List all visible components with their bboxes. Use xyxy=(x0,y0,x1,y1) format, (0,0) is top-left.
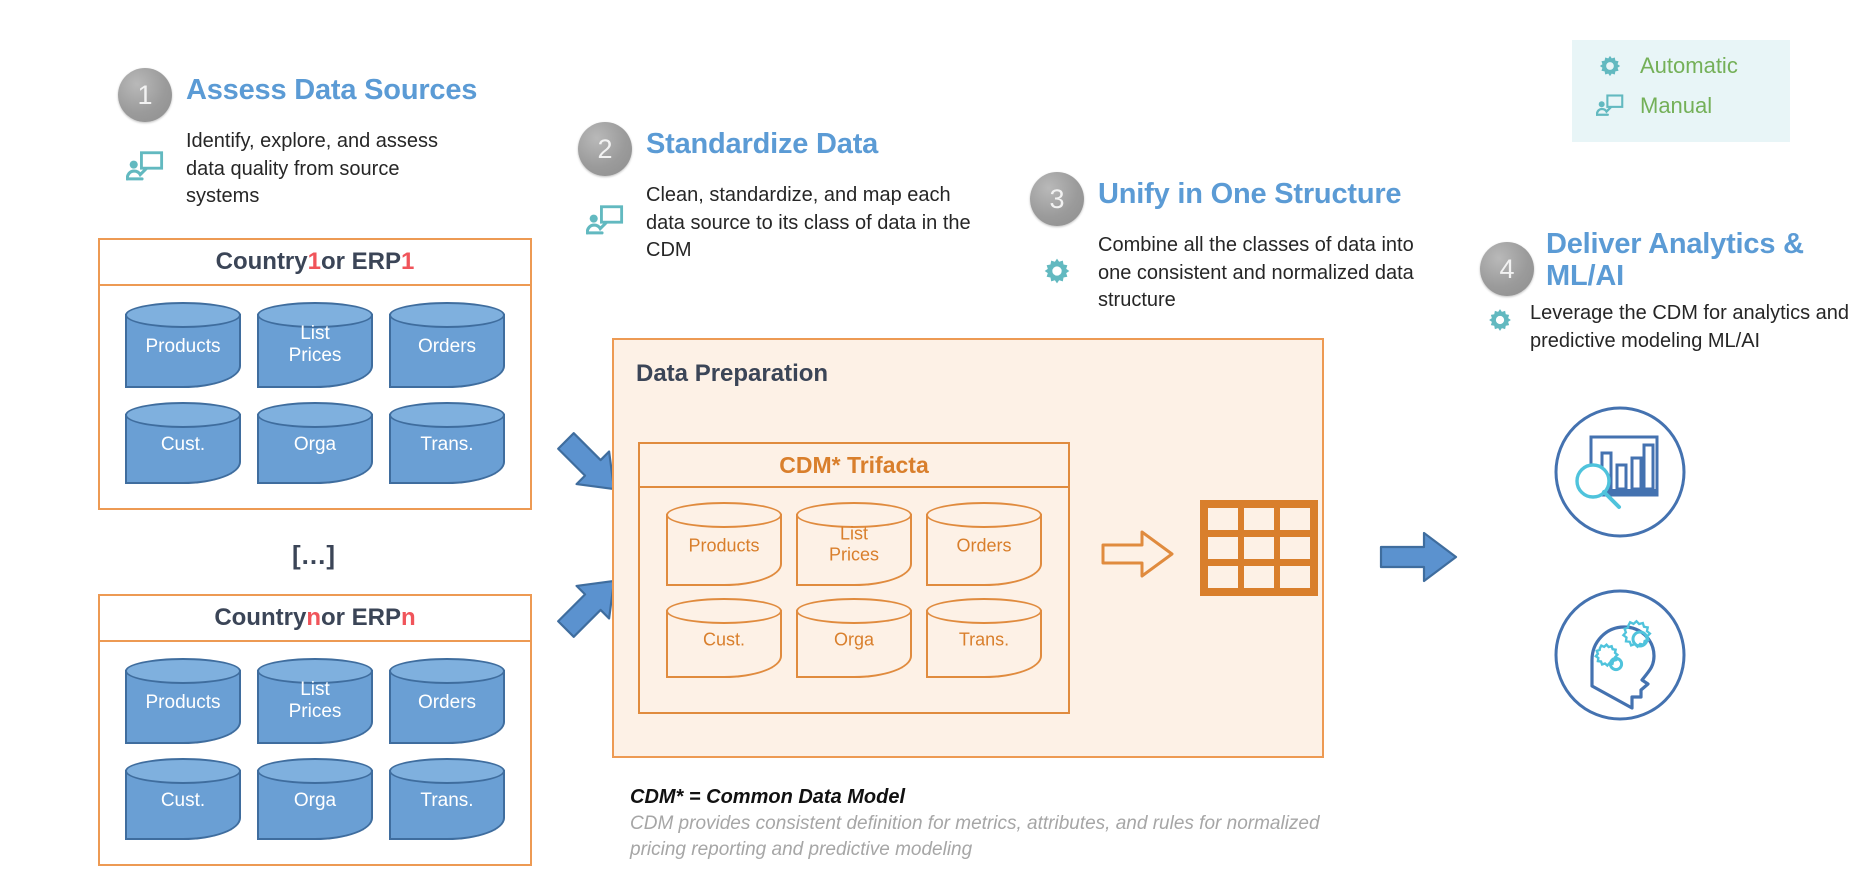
cylinder-label: Orga xyxy=(293,433,337,455)
step-2-description: Clean, standardize, and map each data so… xyxy=(646,184,971,262)
step-4-description: Leverage the CDM for analytics and predi… xyxy=(1530,302,1850,352)
step-3-number: 3 xyxy=(1030,172,1084,226)
source-1-title-mid: or ERP xyxy=(320,248,401,275)
source-cylinder: Orga xyxy=(257,402,373,484)
head-gears-ai-icon xyxy=(1551,586,1689,729)
step-4-block: 4 Deliver Analytics & ML/AI Leverage the… xyxy=(1480,228,1856,355)
arrow-down-right-icon xyxy=(550,430,630,505)
footnote-block: CDM* = Common Data Model CDM provides co… xyxy=(630,786,1330,862)
cdm-cylinder: Orders xyxy=(926,502,1042,586)
cdm-trifacta-title: CDM* Trifacta xyxy=(640,444,1068,488)
cylinder-label: Cust. xyxy=(160,433,206,455)
sources-ellipsis: [...] xyxy=(292,540,336,570)
presentation-person-icon xyxy=(578,182,632,238)
cylinder-label: List Prices xyxy=(828,523,879,564)
source-box-country-1: Country 1 or ERP 1 Products List Prices … xyxy=(98,238,532,510)
cylinder-label: List Prices xyxy=(288,323,342,366)
cylinder-label: Cust. xyxy=(702,629,745,650)
step-1-number: 1 xyxy=(118,68,172,122)
gear-icon xyxy=(1596,52,1624,80)
cdm-cylinder: Orga xyxy=(796,598,912,678)
footnote-body: CDM provides consistent definition for m… xyxy=(630,813,1320,860)
table-grid-icon xyxy=(1200,500,1318,601)
source-box-2-title: Country n or ERP n xyxy=(100,596,530,642)
presentation-person-icon xyxy=(118,128,172,184)
arrow-right-icon xyxy=(1378,528,1460,591)
arrow-up-right-icon xyxy=(550,570,630,645)
step-1-title: Assess Data Sources xyxy=(186,74,478,106)
source-cylinder: List Prices xyxy=(257,302,373,388)
data-preparation-title: Data Preparation xyxy=(636,360,829,387)
step-3-title: Unify in One Structure xyxy=(1098,178,1402,210)
cylinder-label: Orga xyxy=(833,629,875,650)
step-1-block: 1 Assess Data Sources Identify, explore,… xyxy=(118,68,518,211)
cylinder-label: Trans. xyxy=(420,433,474,455)
source-cylinder: Cust. xyxy=(125,402,241,484)
cdm-cylinder: List Prices xyxy=(796,502,912,586)
cylinder-label: Orga xyxy=(293,789,337,811)
source-box-country-n: Country n or ERP n Products List Prices … xyxy=(98,594,532,866)
cylinder-label: Trans. xyxy=(958,629,1010,650)
step-2-block: 2 Standardize Data Clean, standardize, a… xyxy=(578,122,978,265)
source-1-title-key: 1 xyxy=(307,248,321,275)
source-2-title-key: n xyxy=(306,604,321,631)
cylinder-label: Cust. xyxy=(160,789,206,811)
cylinder-label: Orders xyxy=(417,691,477,713)
cdm-cylinder: Products xyxy=(666,502,782,586)
cdm-trifacta-box: CDM* Trifacta Products List Prices Order… xyxy=(638,442,1070,714)
source-1-title-suffix: 1 xyxy=(401,248,415,275)
gear-icon xyxy=(1480,300,1520,335)
cylinder-label: List Prices xyxy=(288,679,342,722)
presentation-person-icon xyxy=(1596,92,1624,120)
cdm-cylinder: Cust. xyxy=(666,598,782,678)
footnote-title: CDM* = Common Data Model xyxy=(630,786,906,808)
source-cylinder: Products xyxy=(125,658,241,744)
legend-label-automatic: Automatic xyxy=(1640,53,1738,78)
cylinder-label: Trans. xyxy=(420,789,474,811)
legend-label-manual: Manual xyxy=(1640,93,1713,118)
source-2-title-suffix: n xyxy=(401,604,416,631)
source-cylinder: Trans. xyxy=(389,758,505,840)
step-2-title: Standardize Data xyxy=(646,128,879,160)
cylinder-label: Products xyxy=(688,535,760,556)
analytics-chart-magnifier-icon xyxy=(1551,403,1689,546)
gear-icon xyxy=(1030,232,1084,288)
data-preparation-panel: Data Preparation CDM* Trifacta Products … xyxy=(612,338,1324,758)
source-2-title-prefix: Country xyxy=(214,604,307,631)
cylinder-label: Orders xyxy=(956,535,1012,556)
legend-panel: Automatic Manual xyxy=(1572,40,1790,142)
source-box-1-title: Country 1 or ERP 1 xyxy=(100,240,530,286)
step-4-number: 4 xyxy=(1480,242,1534,296)
step-1-description: Identify, explore, and assess data quali… xyxy=(186,130,438,208)
source-cylinder: Orders xyxy=(389,658,505,744)
source-cylinder: Orga xyxy=(257,758,373,840)
source-cylinder: Orders xyxy=(389,302,505,388)
step-4-title: Deliver Analytics & ML/AI xyxy=(1546,228,1804,293)
source-cylinder: Products xyxy=(125,302,241,388)
source-1-title-prefix: Country xyxy=(215,248,308,275)
cylinder-label: Products xyxy=(145,335,221,357)
cylinder-label: Products xyxy=(145,691,221,713)
source-cylinder: Cust. xyxy=(125,758,241,840)
cylinder-label: Orders xyxy=(417,335,477,357)
step-3-block: 3 Unify in One Structure Combine all the… xyxy=(1030,172,1450,315)
source-cylinder: Trans. xyxy=(389,402,505,484)
source-2-title-mid: or ERP xyxy=(320,604,401,631)
arrow-right-outline-icon xyxy=(1100,528,1176,585)
source-cylinder: List Prices xyxy=(257,658,373,744)
legend-item-manual: Manual xyxy=(1596,92,1790,120)
legend-item-automatic: Automatic xyxy=(1596,52,1790,80)
step-3-description: Combine all the classes of data into one… xyxy=(1098,234,1414,312)
cdm-cylinder: Trans. xyxy=(926,598,1042,678)
step-2-number: 2 xyxy=(578,122,632,176)
